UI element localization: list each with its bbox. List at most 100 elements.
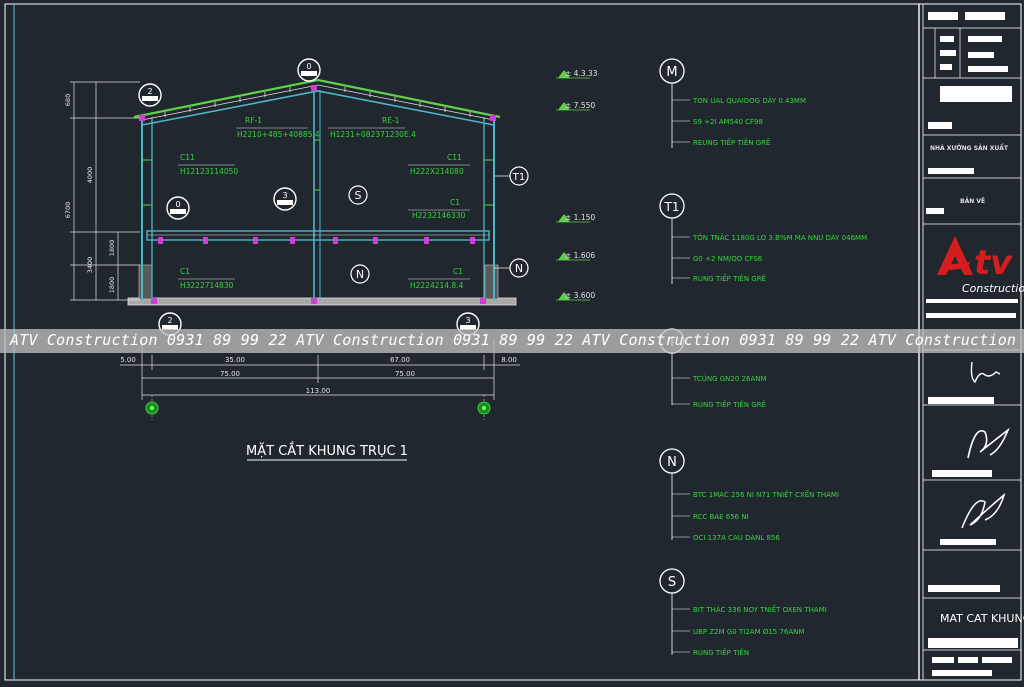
svg-text:S: S [668,575,676,590]
elev-2: ± 7.550 [565,101,595,110]
column-stiffeners [142,139,494,206]
vertical-dimension-values: 680 4000 6700 1800 3400 1800 [64,94,116,293]
mezzanine-connectors [158,237,475,244]
svg-text:3: 3 [282,191,287,200]
svg-text:TCÙNG GN20 26ANM: TCÙNG GN20 26ANM [692,374,767,383]
watermark-banner: ATV Construction 0931 89 99 22 ATV Const… [0,329,1024,353]
svg-text:RUNG TIẾP TIÊN GRÊ: RUNG TIẾP TIÊN GRÊ [693,399,766,409]
svg-text:680: 680 [64,94,72,106]
svg-text:BTC 1MAC 256 NI N71 TNIẾT CXẾN: BTC 1MAC 256 NI N71 TNIẾT CXẾN THAMI [693,489,839,499]
svg-text:G0 +2 NM/OO CFS6: G0 +2 NM/OO CFS6 [693,255,763,263]
legend: M TON UAL QUAIDOG DÀY 0.43MM S9 +2I AM54… [659,58,867,657]
logo-script: Construction [962,282,1024,295]
mezzanine-beam [146,230,490,241]
svg-text:v: v [990,243,1014,283]
elevation-marks: ± 4.3.33 ± 7.550 ± 1.150 ± 1.606 ± 3.600 [556,69,598,301]
svg-text:1800: 1800 [108,240,116,257]
svg-text:0: 0 [175,200,180,209]
svg-text:67.00: 67.00 [390,356,410,364]
horizontal-dimensions [120,340,520,400]
legend-group-n[interactable]: N BTC 1MAC 256 NI N71 TNIẾT CXẾN THAMI R… [659,448,839,542]
vertical-dimensions [70,81,140,301]
svg-text:TÔN TNÃC 1180G LO 3.B%M MA NNU: TÔN TNÃC 1180G LO 3.B%M MA NNU DÀY 046MM [692,233,867,242]
ground-slab [127,297,517,306]
label-c1-left-spec: H3222714830 [180,281,234,290]
section-marker-top[interactable]: 0 [297,58,321,82]
signature-3 [961,492,1006,529]
svg-text:3400: 3400 [86,257,94,274]
signature-1 [970,361,1001,384]
callout-n-center[interactable]: N [350,264,370,284]
legend-group-s[interactable]: S BIT THÀC 336 NOY TNIẾT OXEN THAMI UBP … [659,568,827,657]
label-c11-left-spec: H12123114050 [180,167,238,176]
signature-2 [967,427,1010,459]
svg-text:0: 0 [306,62,311,71]
section-marker-left-top[interactable]: 2 [138,83,162,107]
svg-text:1800: 1800 [108,277,116,294]
label-c1-right-spec: H2224214.8.4 [410,281,464,290]
label-re1-spec: H1231+082371230E.4 [330,130,416,139]
title-block: NHÀ XƯỞNG SẢN XUẤT BẢN VẼ t v Constructi… [918,4,1024,680]
svg-text:2: 2 [147,87,152,96]
section-marker-left-mid[interactable]: 0 [166,196,190,220]
svg-text:5.00: 5.00 [120,356,136,364]
label-c1-right: C1 [453,267,463,276]
callout-s[interactable]: S [348,185,368,205]
svg-text:N: N [667,455,677,470]
roof-sheet [133,78,501,119]
svg-text:3: 3 [465,316,470,325]
svg-text:75.00: 75.00 [220,370,240,378]
right-plinth [484,264,499,300]
legend-group-m[interactable]: M TON UAL QUAIDOG DÀY 0.43MM S9 +2I AM54… [659,58,806,148]
svg-text:UBP Z2M G0 TI2AM Ø15 76ANM: UBP Z2M G0 TI2AM Ø15 76ANM [693,628,804,636]
rafter-top [141,84,495,121]
svg-text:RUNG TIẾP TIÊN: RUNG TIẾP TIÊN [693,647,749,657]
elev-4: ± 1.606 [565,251,595,260]
svg-text:S9 +2I AM540 CF98: S9 +2I AM540 CF98 [693,118,763,126]
grid-axis-bubbles [145,395,491,420]
svg-text:RUNG TIẾP TIÊN GRÊ: RUNG TIẾP TIÊN GRÊ [693,273,766,283]
svg-text:N: N [515,262,523,275]
watermark-text: ATV Construction 0931 89 99 22 ATV Const… [10,331,1017,349]
svg-text:REUNG TIẾP TIÊN GRÊ: REUNG TIẾP TIÊN GRÊ [693,137,770,147]
column-joints [139,85,496,304]
svg-text:75.00: 75.00 [395,370,415,378]
svg-text:t: t [974,243,992,283]
svg-text:T1: T1 [664,200,680,214]
svg-text:S: S [355,189,362,202]
label-rf1-spec: H2210+485+40885.4 [237,130,320,139]
section-marker-mid[interactable]: 3 [273,187,297,211]
elev-1: ± 4.3.33 [565,69,598,78]
svg-text:2: 2 [167,316,172,325]
label-c11-right: C11 [447,153,462,162]
svg-text:TON UAL QUAIDOG DÀY 0.43MM: TON UAL QUAIDOG DÀY 0.43MM [692,96,806,105]
rafter-bottom [141,90,495,126]
label-c11-left: C11 [180,153,195,162]
roof-purlins [164,87,471,117]
svg-text:OCI 137A CAU DANL 856: OCI 137A CAU DANL 856 [693,534,780,542]
small-label: BẢN VẼ [960,197,985,205]
elev-5: ± 3.600 [565,291,595,300]
frame-section: RF-1 H2210+485+40885.4 RE-1 H1231+082371… [64,58,598,461]
project-line: NHÀ XƯỞNG SẢN XUẤT [930,144,1009,152]
horizontal-dimension-values: 5.00 35.00 67.00 8.00 75.00 75.00 113.00 [120,356,517,395]
sheet-title: MAT CAT KHUNG [940,612,1024,625]
label-c1-left: C1 [180,267,190,276]
callout-t1[interactable]: T1 [494,166,529,186]
svg-text:113.00: 113.00 [306,387,331,395]
label-rf1: RF-1 [245,116,262,125]
drawing-title: MẶT CẮT KHUNG TRỤC 1 [246,442,408,459]
atv-logo: t v Construction [926,236,1024,303]
svg-text:4000: 4000 [86,167,94,184]
legend-group-t1[interactable]: T1 TÔN TNÃC 1180G LO 3.B%M MA NNU DÀY 04… [659,193,867,284]
svg-text:8.00: 8.00 [501,356,517,364]
callout-n-right[interactable]: N [494,258,529,278]
label-re1: RE-1 [382,116,400,125]
svg-text:N: N [356,268,364,281]
svg-text:6700: 6700 [64,202,72,219]
svg-text:M: M [666,65,677,80]
label-c11-right-spec: H222X214080 [410,167,464,176]
svg-text:35.00: 35.00 [225,356,245,364]
label-c1-mid-spec: H2232146330 [412,211,466,220]
